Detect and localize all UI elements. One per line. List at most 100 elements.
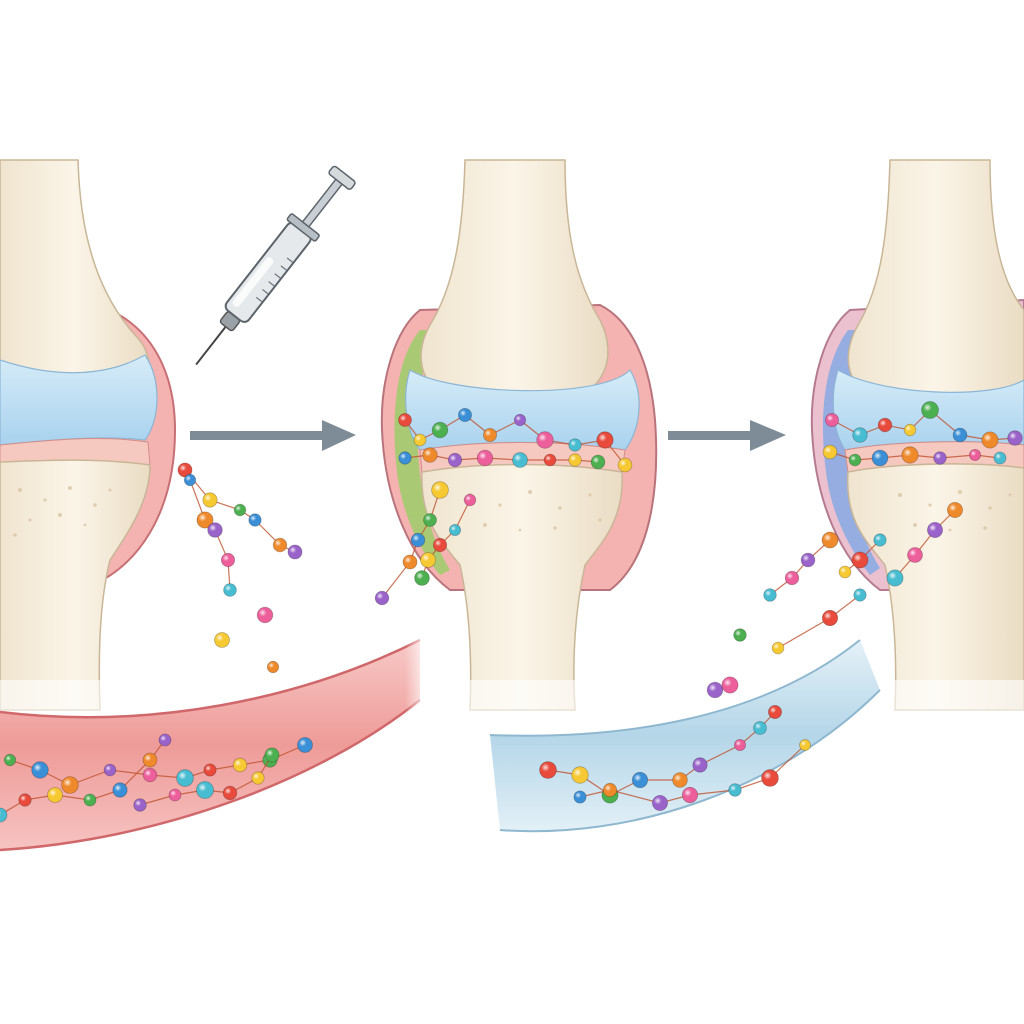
molecule-bead-highlight [422,447,438,463]
molecule-bead-highlight [18,793,32,807]
molecule-bead-highlight [728,783,742,797]
molecule-link [777,594,861,649]
molecule-bead-highlight [707,682,723,698]
molecule-bead-highlight [414,570,430,586]
molecule-bead-highlight [822,610,838,626]
molecule-bead-highlight [458,408,472,422]
molecule-bead-highlight [184,474,196,486]
molecule-bead-highlight [921,401,939,419]
molecule-bead-highlight [297,737,313,753]
molecule-bead-highlight [734,739,746,751]
molecule-bead-highlight [672,772,688,788]
molecule-bead-highlight [169,789,181,801]
molecule-bead-highlight [953,428,967,442]
molecule-bead-highlight [603,783,617,797]
molecule-bead-highlight [104,764,116,776]
molecule-bead-highlight [375,591,389,605]
molecule-bead-highlight [753,721,767,735]
upper-bone [420,159,609,401]
molecule-chains [0,401,1023,823]
molecule-bead-highlight [207,522,223,538]
molecule-bead-highlight [878,418,892,432]
molecule-bead-highlight [825,413,839,427]
molecule-bead-highlight [512,452,528,468]
molecule-bead-highlight [248,513,262,527]
molecule-bead-highlight [933,451,947,465]
molecule-bead-highlight [682,787,698,803]
molecule-bead-highlight [947,502,963,518]
molecule-bead-highlight [433,538,447,552]
bone-texture [13,486,112,537]
molecule-bead-highlight [203,763,217,777]
molecule-bead-highlight [1007,430,1023,446]
molecule-bead-highlight [652,795,668,811]
molecule-bead-highlight [159,734,171,746]
molecule-link [894,509,956,579]
molecule-bead-highlight [981,431,999,449]
upper-bone [847,159,1024,401]
molecule-bead-highlight [907,547,923,563]
molecule-bead-highlight [202,492,218,508]
joint-panel-3 [810,159,1024,711]
molecule-bead-highlight [176,769,194,787]
molecule-bead-highlight [196,511,214,529]
molecule-bead-highlight [568,438,582,452]
molecule-bead-highlight [873,533,887,547]
molecule-bead-highlight [573,790,587,804]
molecule-bead-highlight [257,607,273,623]
joint-panel-2 [380,159,658,711]
molecule-bead-highlight [133,798,147,812]
molecule-bead-highlight [420,552,436,568]
molecule-bead-highlight [568,453,582,467]
molecule-bead-highlight [264,747,280,763]
molecule-bead-highlight [223,583,237,597]
syringe-icon [195,165,356,366]
molecule-bead-highlight [514,414,526,426]
molecule-bead-highlight [233,758,247,772]
blood-vessel-red [0,620,430,852]
molecule-bead-highlight [536,431,554,449]
molecule-bead-highlight [423,513,437,527]
molecule-bead-highlight [448,453,462,467]
molecule-bead-highlight [632,772,648,788]
molecule-bead-highlight [571,766,589,784]
arrow-right-icon [190,420,356,451]
molecule-bead-highlight [872,450,888,466]
molecule-bead-highlight [904,424,916,436]
molecule-bead-highlight [477,450,493,466]
molecule-bead-highlight [886,569,904,587]
molecule-bead-highlight [539,761,557,779]
molecule-bead-highlight [403,555,417,569]
molecule-bead-highlight [214,632,230,648]
molecule-bead-highlight [61,776,79,794]
molecule-bead-highlight [768,705,782,719]
molecule-bead-highlight [901,446,919,464]
molecule-bead-highlight [267,661,279,673]
molecule-bead-highlight [223,786,237,800]
molecule-bead-highlight [251,771,265,785]
molecule-bead-highlight [414,434,426,446]
vessel-blue [489,639,881,833]
molecule-bead-highlight [591,455,605,469]
molecule-bead-highlight [721,676,739,694]
molecule-bead-highlight [853,588,867,602]
molecule-bead-highlight [47,787,63,803]
molecule-bead-highlight [288,545,302,559]
molecule-bead-highlight [763,588,777,602]
molecule-bead-highlight [31,761,49,779]
molecule-bead-highlight [692,757,708,773]
molecule-bead-highlight [823,445,837,459]
molecule-bead-highlight [801,553,815,567]
lower-bone [421,463,623,711]
lower-bone [846,463,1024,711]
molecule-bead-highlight [112,782,128,798]
molecule-bead-highlight [822,532,838,548]
molecule-bead-highlight [449,524,461,536]
molecule-bead-highlight [411,533,425,547]
joint-panel-1 [0,159,177,711]
molecule-bead-highlight [839,566,851,578]
molecule-bead-highlight [143,753,157,767]
molecule-bead-highlight [969,449,981,461]
molecule-bead-highlight [618,458,632,472]
